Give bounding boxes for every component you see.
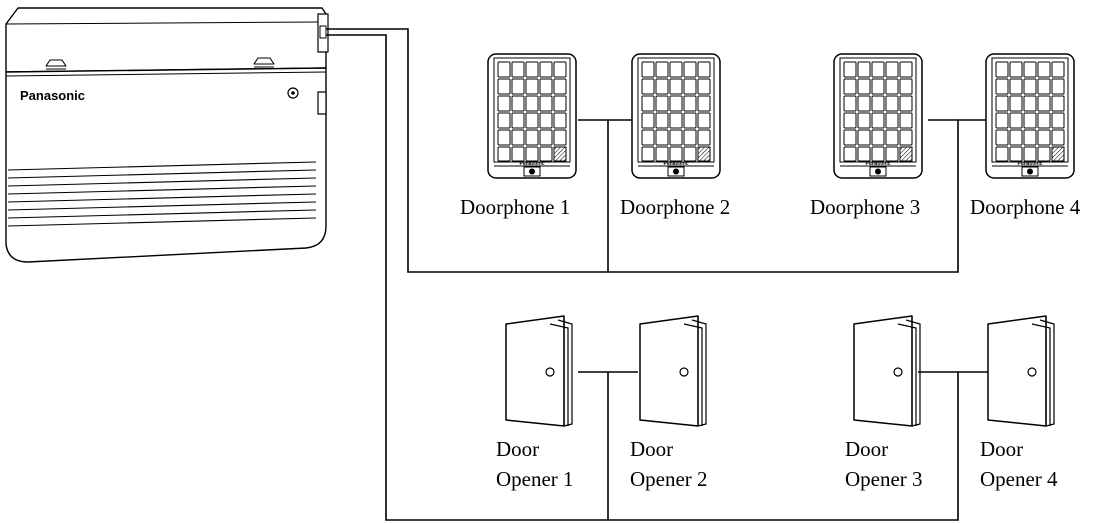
- doorphone-wire: [326, 28, 990, 273]
- doorphone-brand: Panasonic: [663, 161, 688, 167]
- pbx-unit: [5, 7, 329, 263]
- wiring: [326, 28, 990, 521]
- pbx-body: [5, 67, 327, 263]
- door-opener-3-icon: [853, 315, 921, 427]
- door-opener-label-line2: Opener 2: [630, 467, 708, 491]
- door-opener-label-line1: Door: [630, 437, 674, 461]
- doorphone-1: Panasonic: [487, 53, 577, 179]
- doorphone-brand: Panasonic: [865, 161, 890, 167]
- doorphone-4-label: Doorphone 4: [970, 195, 1081, 219]
- doorphone-1-label: Doorphone 1: [460, 195, 571, 219]
- door-opener-label-line1: Door: [980, 437, 1024, 461]
- lid-handle-left: [45, 59, 67, 70]
- lid-handle-right: [253, 57, 275, 68]
- doorphone-2-label: Doorphone 2: [620, 195, 731, 219]
- pbx-brand-logo: Panasonic: [20, 88, 85, 103]
- doorphone-4: Panasonic: [985, 53, 1075, 179]
- door-opener-label-line1: Door: [496, 437, 540, 461]
- door-opener-4-icon: [987, 315, 1055, 427]
- pbx-vents: [7, 161, 317, 227]
- door-opener-label-line2: Opener 1: [496, 467, 574, 491]
- doorphone-brand: Panasonic: [1017, 161, 1042, 167]
- door-opener-2-icon: [639, 315, 707, 427]
- doorphone-brand: Panasonic: [519, 161, 544, 167]
- door-opener-label-line2: Opener 4: [980, 467, 1058, 491]
- door-opener-1-icon: [505, 315, 573, 427]
- doorphone-3: Panasonic: [833, 53, 923, 179]
- door-opener-label-line2: Opener 3: [845, 467, 923, 491]
- door-opener-wire: [326, 34, 988, 521]
- doorphone-3-label: Doorphone 3: [810, 195, 921, 219]
- doorphone-2: Panasonic: [631, 53, 721, 179]
- door-opener-label-line1: Door: [845, 437, 889, 461]
